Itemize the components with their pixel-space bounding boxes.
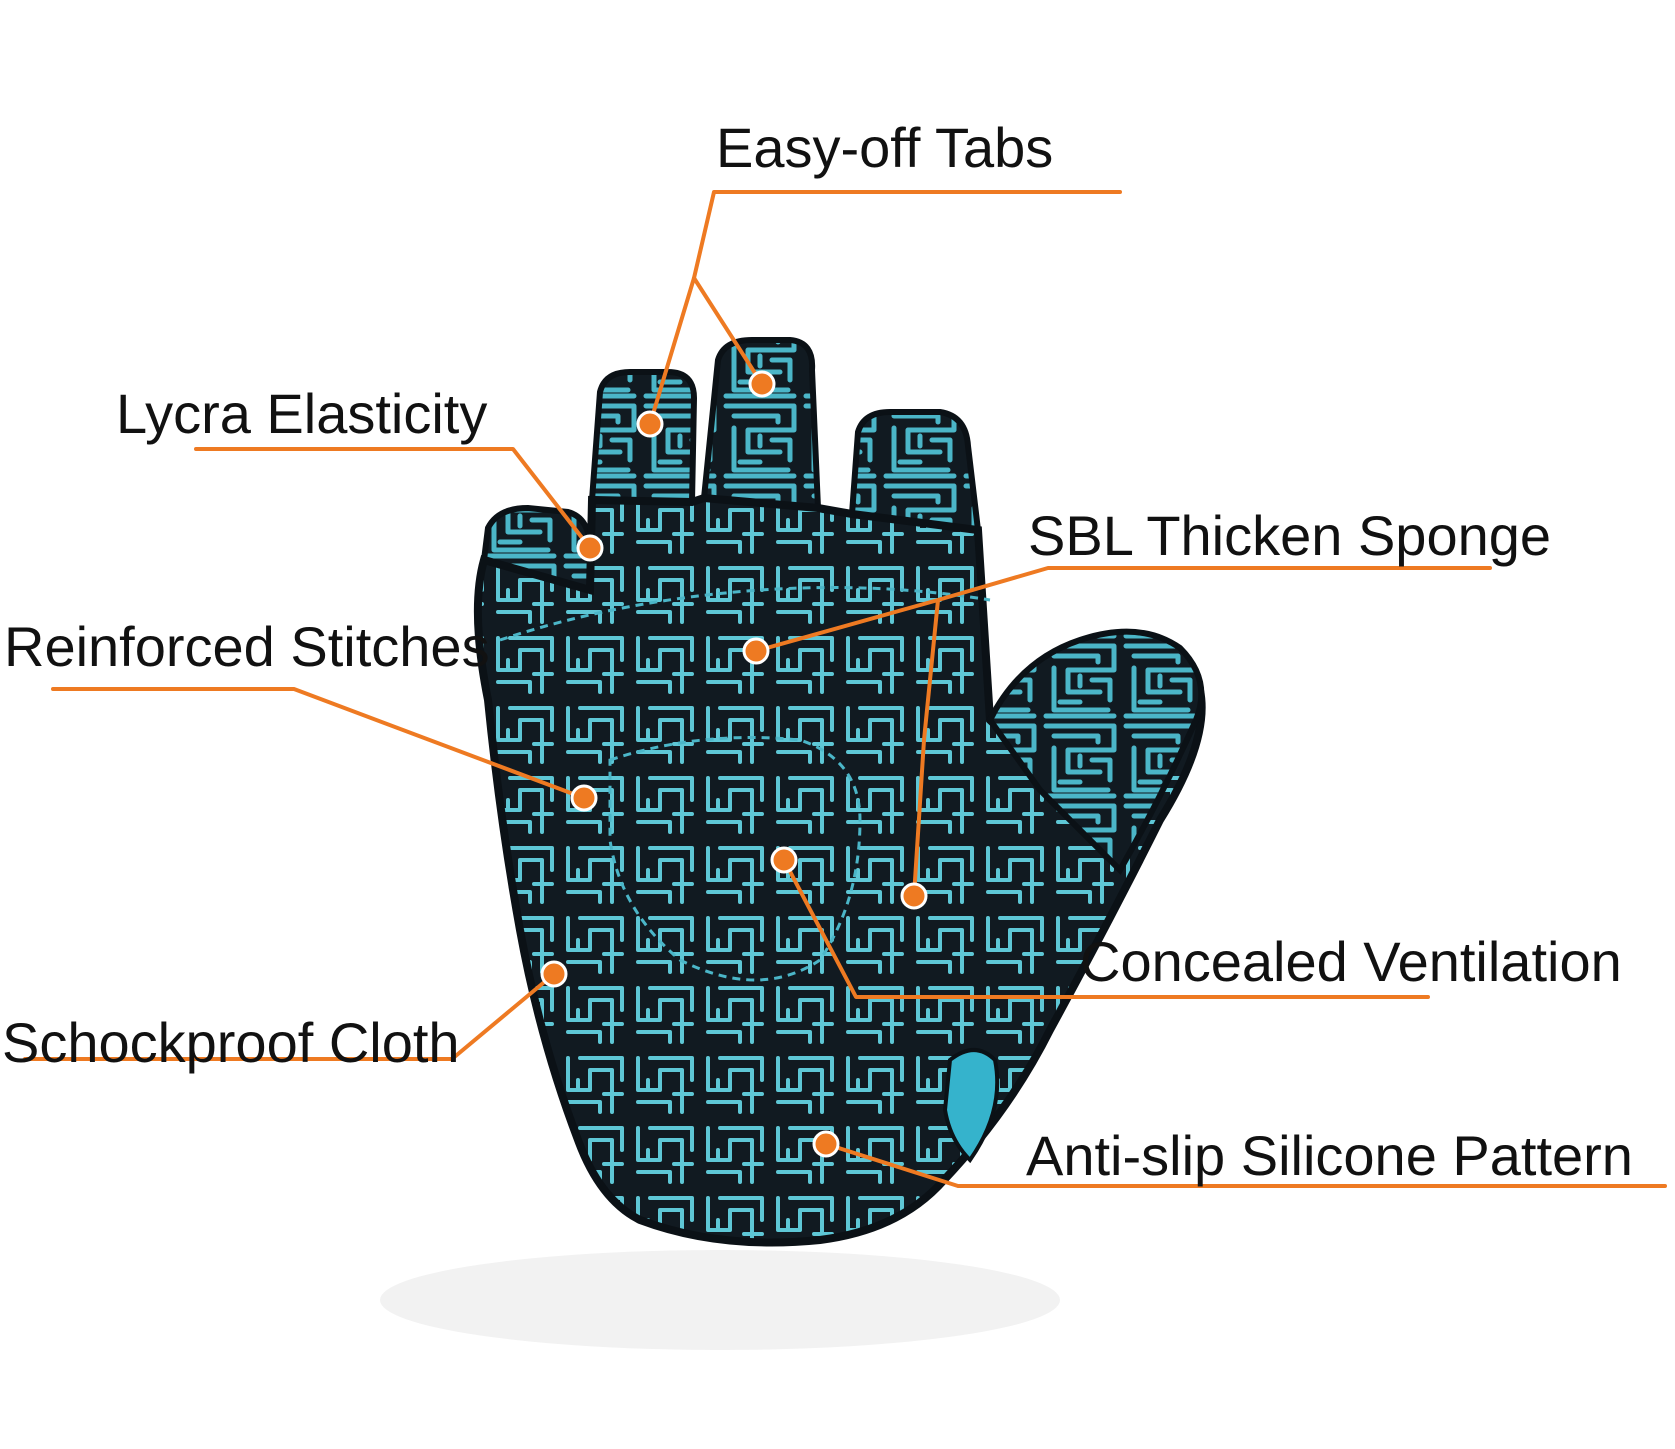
leader-lycra-elasticity <box>194 447 592 550</box>
marker-easy-off-tabs-index <box>636 410 664 438</box>
marker-sbl-thicken-sponge-lower <box>900 882 928 910</box>
sponge-pad-stitch-lower <box>608 736 862 982</box>
label-schockproof-cloth: Schockproof Cloth <box>2 1011 460 1074</box>
glove-finger-index <box>588 369 698 506</box>
glove-thumb <box>986 628 1205 875</box>
leader-reinforced-stitches <box>51 687 586 800</box>
markers <box>540 370 928 1158</box>
glove-finger-middle <box>700 337 822 512</box>
marker-anti-slip-silicone-pattern <box>812 1130 840 1158</box>
label-lycra-elasticity: Lycra Elasticity <box>116 382 488 445</box>
leader-schockproof-cloth <box>23 972 556 1061</box>
leader-easy-off-tabs-branch <box>692 276 764 386</box>
label-concealed-ventilation: Concealed Ventilation <box>1080 930 1622 993</box>
glove-cuff-accent <box>942 1048 1000 1164</box>
sponge-pad-stitch-upper <box>499 586 991 642</box>
label-easy-off-tabs: Easy-off Tabs <box>716 116 1054 179</box>
marker-lycra-elasticity <box>576 534 604 562</box>
marker-concealed-ventilation <box>770 846 798 874</box>
marker-schockproof-cloth <box>540 960 568 988</box>
marker-sbl-thicken-sponge-upper <box>742 637 770 665</box>
marker-reinforced-stitches <box>570 784 598 812</box>
label-reinforced-stitches: Reinforced Stitches <box>4 615 490 678</box>
marker-easy-off-tabs-middle <box>748 370 776 398</box>
leader-concealed-ventilation <box>782 858 1430 999</box>
glove-shadow <box>380 1250 1060 1350</box>
glove-finger-ring <box>848 409 982 534</box>
leader-easy-off-tabs <box>648 190 1122 426</box>
label-anti-slip-silicone-pattern: Anti-slip Silicone Pattern <box>1026 1124 1633 1187</box>
label-sbl-thicken-sponge: SBL Thicken Sponge <box>1028 504 1552 567</box>
leader-sbl-thicken-sponge-branch <box>912 598 940 898</box>
leader-lines <box>23 190 1667 1188</box>
leader-sbl-thicken-sponge <box>754 566 1492 653</box>
glove <box>473 337 1206 1247</box>
leader-anti-slip-silicone-pattern <box>824 1142 1667 1188</box>
